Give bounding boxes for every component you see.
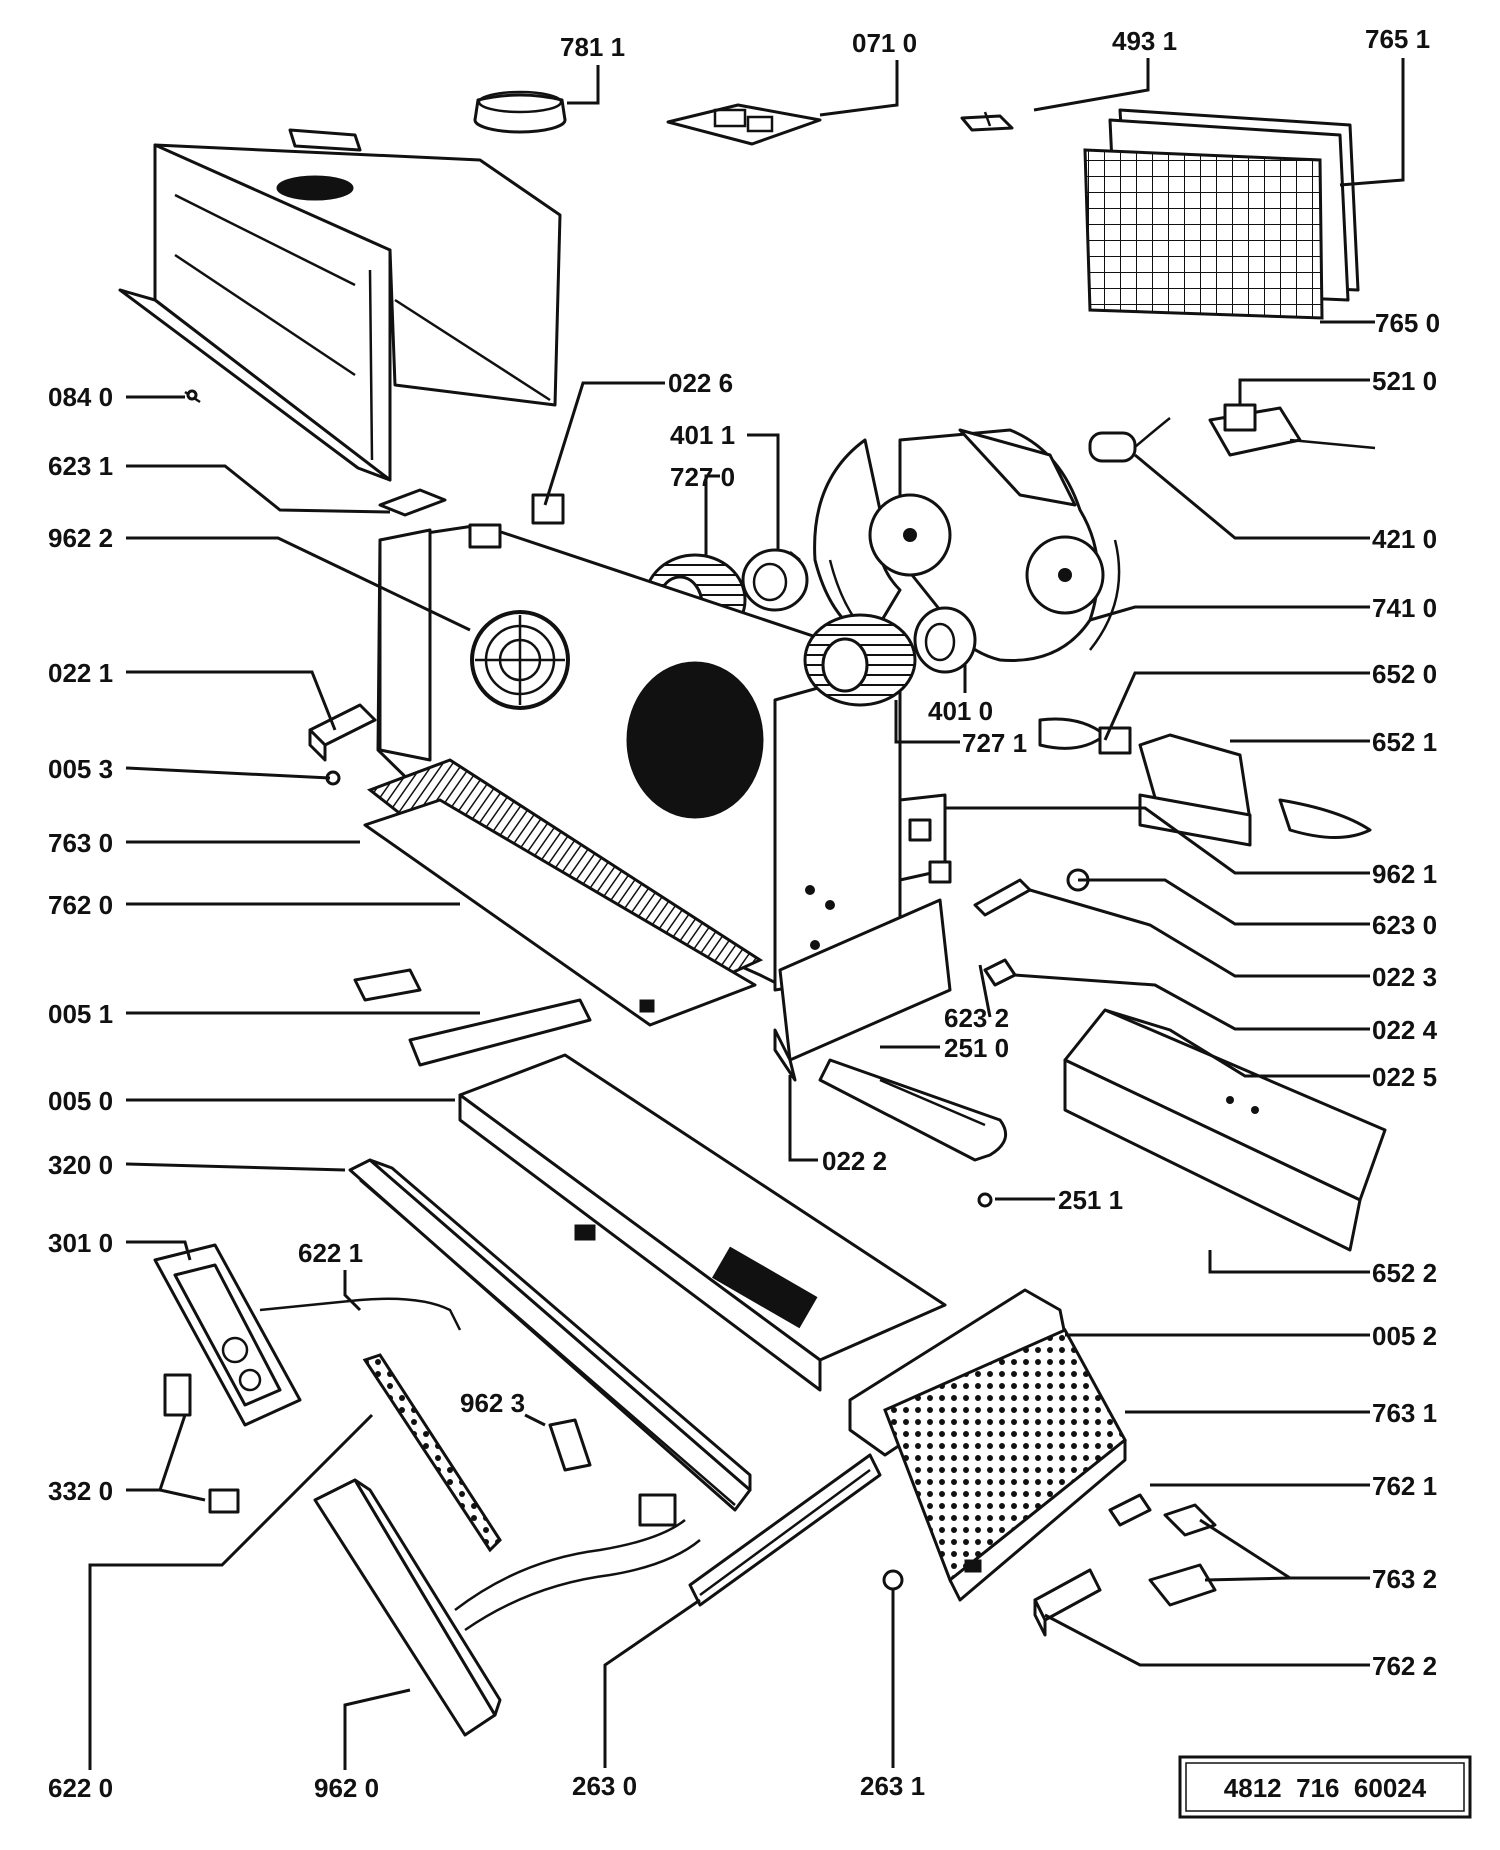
callout-781-1: 781 1 <box>560 32 625 62</box>
callout-763-0: 763 0 <box>48 828 113 858</box>
slide-rail-263-0-part <box>688 1453 882 1607</box>
bracket-022-1-part <box>308 703 377 762</box>
callout-765-1: 765 1 <box>1365 24 1430 54</box>
blower-housing-part <box>813 428 1121 662</box>
callout-421-0: 421 0 <box>1372 524 1437 554</box>
callout-765-0: 765 0 <box>1375 308 1440 338</box>
callout-263-0: 263 0 <box>572 1771 637 1801</box>
callout-727-1: 727 1 <box>962 728 1027 758</box>
lamp-bulb-part <box>1038 717 1132 755</box>
control-panel-part <box>153 1243 462 1427</box>
document-number-box: 4812 716 60024 <box>1178 1755 1472 1819</box>
callout-763-2: 763 2 <box>1372 1564 1437 1594</box>
bracket-762-2-part <box>1033 1568 1102 1637</box>
callout-332-0: 332 0 <box>48 1476 113 1506</box>
switch-module-part <box>1208 403 1376 457</box>
grille-622-1-part <box>362 1353 502 1553</box>
collar-ring-part <box>473 90 567 134</box>
callout-762-1: 762 1 <box>1372 1471 1437 1501</box>
bracket-962-1-part <box>898 793 952 884</box>
motor-401-0-part <box>913 606 977 674</box>
callout-652-2: 652 2 <box>1372 1258 1437 1288</box>
slide-rail-251-0-part <box>818 1058 1008 1162</box>
clip-762-1-part <box>1108 1493 1152 1527</box>
callout-521-0: 521 0 <box>1372 366 1437 396</box>
callout-401-1: 401 1 <box>670 420 735 450</box>
switch-332-0-part <box>163 1373 240 1514</box>
lamp-holder-part <box>1138 733 1372 847</box>
bracket-022-4-part <box>983 958 1017 987</box>
document-number: 4812 716 60024 <box>1224 1773 1427 1803</box>
bracket-623-1-part <box>378 488 447 517</box>
clip-962-3-part <box>548 1418 592 1472</box>
callout-022-3: 022 3 <box>1372 962 1437 992</box>
callout-962-0: 962 0 <box>314 1773 379 1803</box>
mesh-tray-763-1-part <box>883 1328 1127 1602</box>
callout-071-0: 071 0 <box>852 28 917 58</box>
bracket-623-2-part <box>773 898 952 1082</box>
callout-005-3: 005 3 <box>48 754 113 784</box>
callout-labels: 781 1 071 0 493 1 765 1 765 0 084 0 623 … <box>48 24 1440 1803</box>
callout-762-0: 762 0 <box>48 890 113 920</box>
callout-320-0: 320 0 <box>48 1150 113 1180</box>
screw-251-1-part <box>977 1192 993 1208</box>
callout-962-1: 962 1 <box>1372 859 1437 889</box>
leader-lines <box>88 58 1405 1770</box>
callout-022-4: 022 4 <box>1372 1015 1438 1045</box>
callout-022-5: 022 5 <box>1372 1062 1437 1092</box>
lamp-cover-part <box>1063 1008 1387 1252</box>
callout-005-1: 005 1 <box>48 999 113 1029</box>
motor-401-1-part <box>741 548 809 612</box>
plate-763-2-part <box>1148 1503 1217 1607</box>
filter-frame-part <box>1083 108 1360 320</box>
callout-622-0: 622 0 <box>48 1773 113 1803</box>
capacitor-part <box>1088 417 1171 463</box>
callout-251-1: 251 1 <box>1058 1185 1123 1215</box>
callout-022-6: 022 6 <box>668 368 733 398</box>
nut-263-1-part <box>882 1569 904 1591</box>
bracket-022-3-part <box>973 878 1032 917</box>
callout-623-1: 623 1 <box>48 451 113 481</box>
callout-263-1: 263 1 <box>860 1771 925 1801</box>
callout-652-0: 652 0 <box>1372 659 1437 689</box>
callout-762-2: 762 2 <box>1372 1651 1437 1681</box>
fan-wheel-727-1-part <box>803 613 917 707</box>
cover-plate-part <box>666 103 822 146</box>
callout-741-0: 741 0 <box>1372 593 1437 623</box>
callout-962-2: 962 2 <box>48 523 113 553</box>
callout-652-1: 652 1 <box>1372 727 1437 757</box>
trim-strip-part <box>353 968 592 1067</box>
callout-763-1: 763 1 <box>1372 1398 1437 1428</box>
hood-casing-part <box>118 128 562 482</box>
callout-401-0: 401 0 <box>928 696 993 726</box>
callout-622-1: 622 1 <box>298 1238 363 1268</box>
callout-727-0: 727 0 <box>670 462 735 492</box>
callout-301-0: 301 0 <box>48 1228 113 1258</box>
callout-005-2: 005 2 <box>1372 1321 1437 1351</box>
screw-084-part <box>184 389 201 404</box>
callout-623-2: 623 2 <box>944 1003 1009 1033</box>
callout-251-0: 251 0 <box>944 1033 1009 1063</box>
callout-493-1: 493 1 <box>1112 26 1177 56</box>
clip-part <box>960 111 1014 132</box>
grease-filter-part <box>363 758 764 1027</box>
callout-022-1: 022 1 <box>48 658 113 688</box>
callout-005-0: 005 0 <box>48 1086 113 1116</box>
callout-623-0: 623 0 <box>1372 910 1437 940</box>
channel-005-0-part <box>458 1053 947 1392</box>
clip-022-6-part <box>531 493 565 525</box>
profile-320-0-part <box>348 1158 752 1512</box>
bottom-tray-part <box>313 1478 701 1737</box>
callout-084-0: 084 0 <box>48 382 113 412</box>
callout-022-2: 022 2 <box>822 1146 887 1176</box>
callout-962-3: 962 3 <box>460 1388 525 1418</box>
